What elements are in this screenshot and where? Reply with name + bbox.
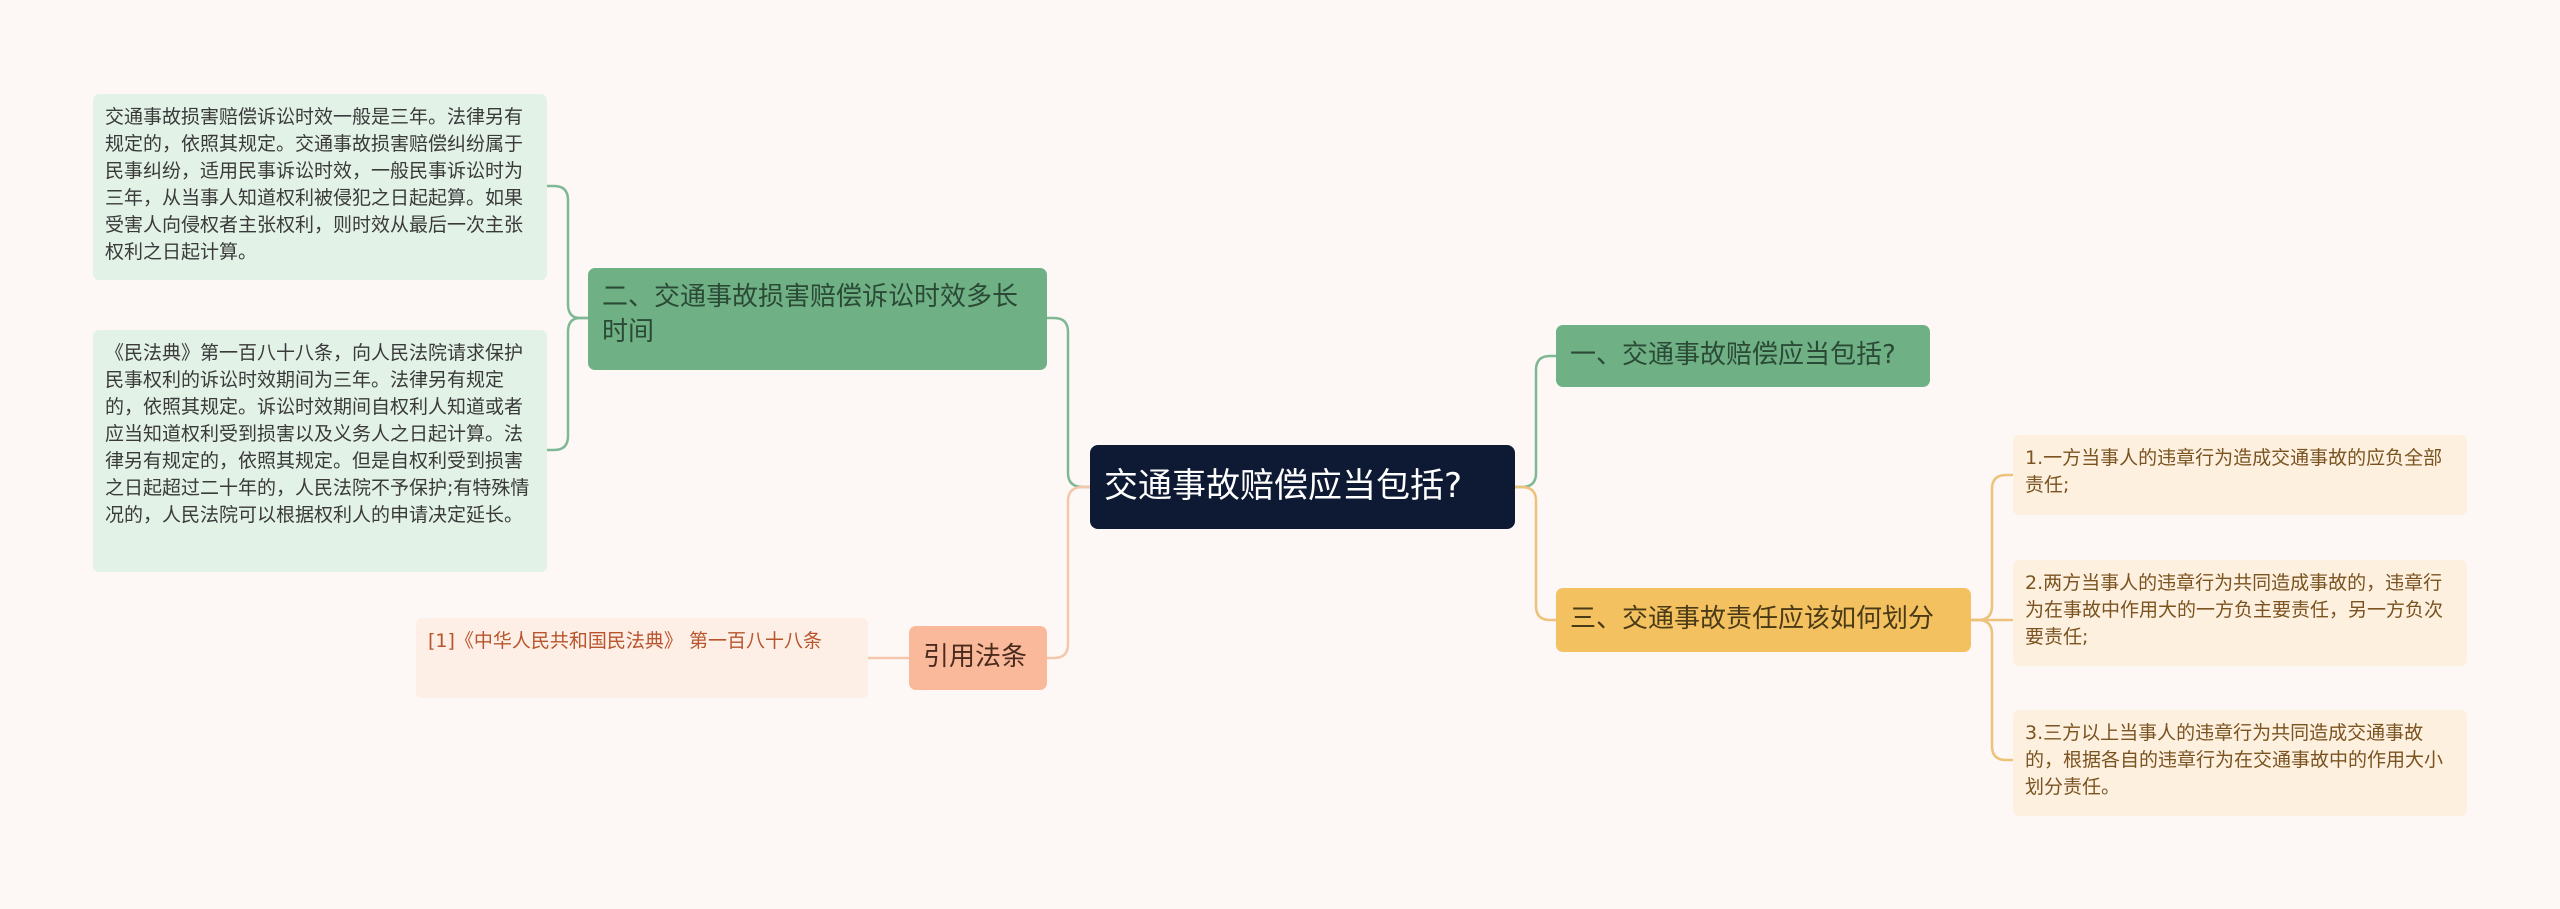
b3-leaf-2-text: 2.两方当事人的违章行为共同造成事故的，违章行为在事故中作用大的一方负主要责任，…: [2025, 572, 2444, 648]
link-root-b2: [1047, 316, 1090, 489]
b2-leaf-1: 交通事故损害赔偿诉讼时效一般是三年。法律另有规定的，依照其规定。交通事故损害赔偿…: [93, 94, 547, 280]
branch-b2[interactable]: 二、交通事故损害赔偿诉讼时效多长时间: [588, 268, 1047, 370]
b4-leaf-1[interactable]: [1]《中华人民共和国民法典》 第一百八十八条: [416, 618, 868, 698]
link-b2-leaf1: [547, 184, 588, 320]
b2-leaf-2-text: 《民法典》第一百八十八条，向人民法院请求保护民事权利的诉讼时效期间为三年。法律另…: [105, 342, 530, 526]
link-root-b4: [1047, 485, 1090, 660]
branch-b2-label: 二、交通事故损害赔偿诉讼时效多长时间: [602, 282, 1019, 348]
branch-b4[interactable]: 引用法条: [909, 626, 1047, 690]
branch-b4-label: 引用法条: [923, 642, 1028, 673]
b3-leaf-3: 3.三方以上当事人的违章行为共同造成交通事故的，根据各自的违章行为在交通事故中的…: [2013, 710, 2467, 816]
link-root-b1: [1515, 354, 1556, 489]
link-b3-leaf1: [1971, 473, 2013, 622]
b2-leaf-1-text: 交通事故损害赔偿诉讼时效一般是三年。法律另有规定的，依照其规定。交通事故损害赔偿…: [105, 106, 524, 263]
b3-leaf-1-text: 1.一方当事人的违章行为造成交通事故的应负全部责任;: [2025, 447, 2443, 496]
branch-b3[interactable]: 三、交通事故责任应该如何划分: [1556, 588, 1971, 652]
branch-b1-label: 一、交通事故赔偿应当包括?: [1570, 340, 1896, 371]
b2-leaf-2: 《民法典》第一百八十八条，向人民法院请求保护民事权利的诉讼时效期间为三年。法律另…: [93, 330, 547, 572]
root-node[interactable]: 交通事故赔偿应当包括?: [1090, 445, 1515, 529]
root-label: 交通事故赔偿应当包括?: [1104, 466, 1463, 507]
branch-b1[interactable]: 一、交通事故赔偿应当包括?: [1556, 325, 1930, 387]
b3-leaf-3-text: 3.三方以上当事人的违章行为共同造成交通事故的，根据各自的违章行为在交通事故中的…: [2025, 722, 2444, 798]
branch-b3-label: 三、交通事故责任应该如何划分: [1570, 604, 1935, 635]
link-b3-leaf3: [1971, 618, 2013, 762]
b3-leaf-2: 2.两方当事人的违章行为共同造成事故的，违章行为在事故中作用大的一方负主要责任，…: [2013, 560, 2467, 666]
b3-leaf-1: 1.一方当事人的违章行为造成交通事故的应负全部责任;: [2013, 435, 2467, 515]
link-root-b3: [1515, 485, 1556, 622]
citation-link[interactable]: [1]《中华人民共和国民法典》 第一百八十八条: [428, 630, 822, 652]
link-b2-leaf2: [547, 316, 588, 452]
